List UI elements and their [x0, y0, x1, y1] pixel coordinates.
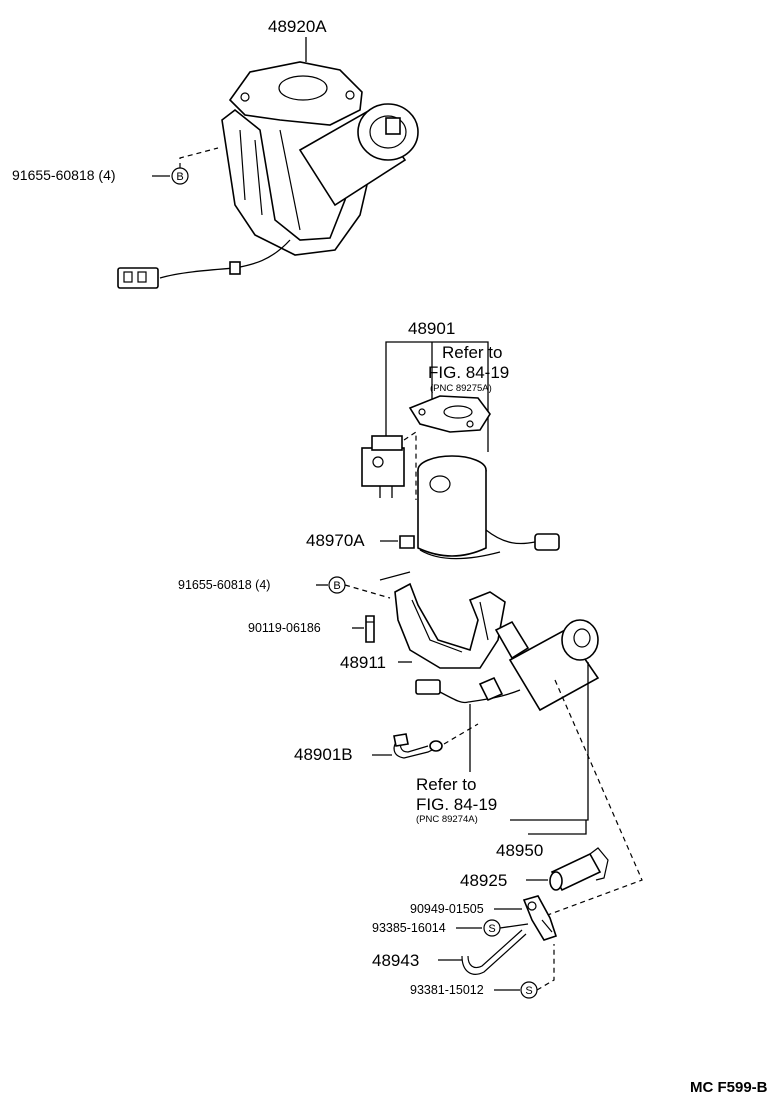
label-refer-top-3: (PNC 89275A) [430, 383, 492, 394]
motor-cylinder [417, 455, 560, 560]
svg-text:S: S [525, 985, 532, 997]
solenoid-valve [361, 430, 417, 500]
motor-48950 [415, 619, 600, 712]
label-48925: 48925 [460, 871, 507, 890]
hose-48901b [393, 733, 443, 759]
part-48925 [549, 847, 609, 892]
label-refer-top-1: Refer to [442, 343, 502, 362]
grommet-48970a [399, 535, 415, 549]
clamp-assembly [522, 895, 558, 941]
label-48901: 48901 [408, 319, 455, 338]
label-refer-bot-3: (PNC 89274A) [416, 814, 478, 825]
figure-code: MC F599-B [690, 1079, 768, 1096]
label-48920a: 48920A [268, 17, 327, 36]
pipe-48943 [461, 929, 527, 975]
label-90119: 90119-06186 [248, 621, 321, 635]
label-48970a: 48970A [306, 531, 365, 550]
label-48911: 48911 [340, 653, 386, 672]
label-90949: 90949-01505 [410, 902, 484, 916]
label-48901b: 48901B [294, 745, 353, 764]
label-refer-top-2: FIG. 84-19 [428, 363, 509, 382]
compressor-assembly-top [117, 61, 419, 289]
gasket-plate [408, 395, 491, 433]
label-48943: 48943 [372, 951, 419, 970]
label-93385: 93385-16014 [372, 921, 446, 935]
svg-text:S: S [488, 923, 495, 935]
bolt-90119 [365, 615, 375, 643]
label-screw-top: 91655-60818 (4) [12, 167, 116, 183]
label-refer-bot-2: FIG. 84-19 [416, 795, 497, 814]
label-93381: 93381-15012 [410, 983, 484, 997]
bracket-48911 [394, 582, 506, 669]
label-screw-mid: 91655-60818 (4) [178, 578, 270, 592]
label-refer-bot-1: Refer to [416, 775, 476, 794]
label-48950: 48950 [496, 841, 543, 860]
svg-text:B: B [333, 580, 340, 592]
svg-text:B: B [176, 171, 183, 183]
